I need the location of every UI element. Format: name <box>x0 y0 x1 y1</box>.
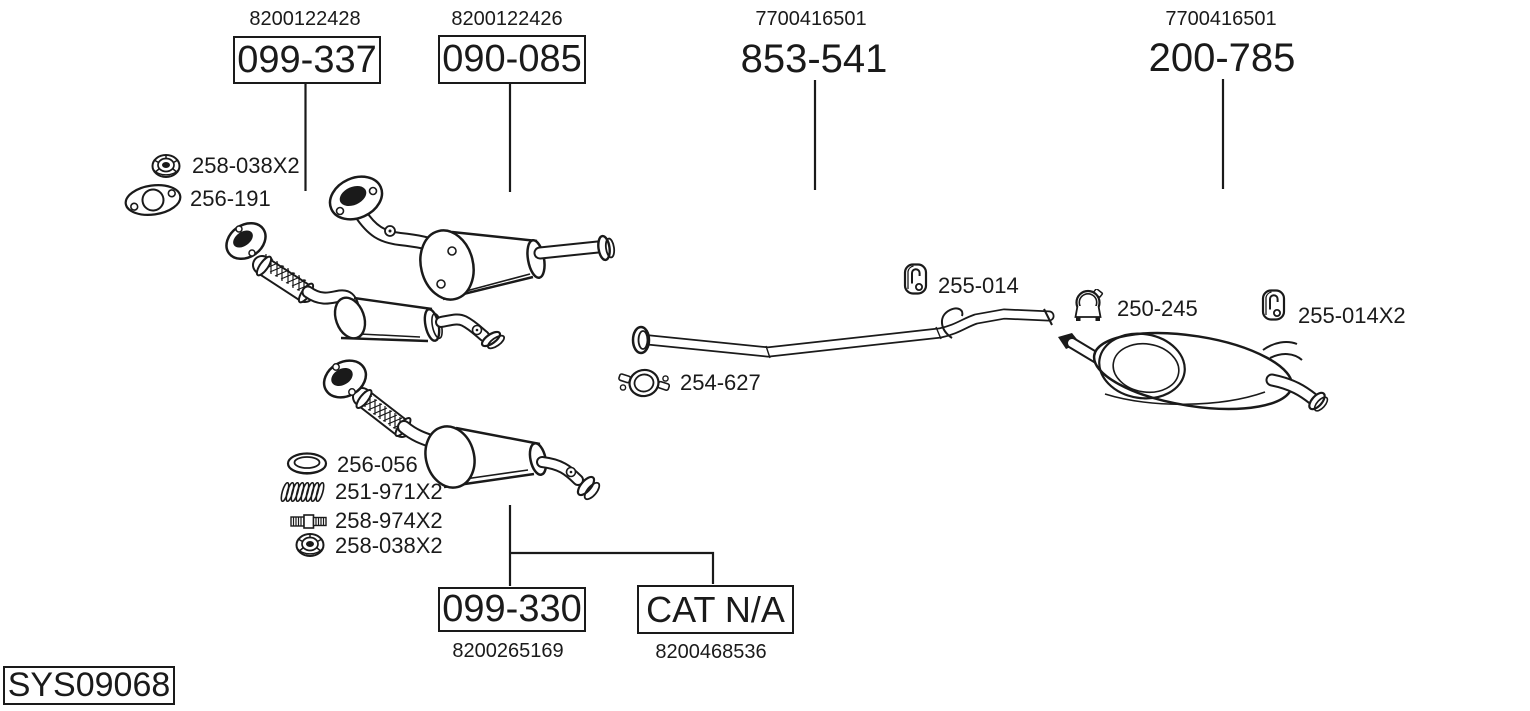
part-number-box-cat-na[interactable]: CAT N/A <box>637 585 794 634</box>
oe-ref-7700416501-b: 7700416501 <box>1165 8 1277 30</box>
system-code-label: SYS09068 <box>7 666 171 704</box>
hw-label-251-971X2[interactable]: 251-971X2 <box>335 479 443 504</box>
system-code-box: SYS09068 <box>3 666 175 705</box>
hw-label-255-014[interactable]: 255-014 <box>938 273 1019 298</box>
part-number-853-541[interactable]: 853-541 <box>740 37 888 81</box>
round-clamp-icon <box>1074 289 1104 323</box>
hw-label-258-038X2-bottom[interactable]: 258-038X2 <box>335 533 443 558</box>
hw-label-250-245[interactable]: 250-245 <box>1117 296 1198 321</box>
flange-gasket-icon <box>124 182 182 218</box>
front-pipe-cat-upper-drawing <box>328 175 616 301</box>
flange-nut-icon <box>151 154 181 178</box>
coil-spring-icon <box>280 481 326 503</box>
flange-nut-icon <box>295 533 325 557</box>
rubber-hanger-icon <box>1261 289 1286 321</box>
double-bolt-clamp-icon <box>618 366 670 400</box>
center-pipe-drawing <box>631 307 1055 359</box>
hw-label-258-038X2-top[interactable]: 258-038X2 <box>192 153 300 178</box>
stud-bolt-icon <box>290 514 327 529</box>
oe-ref-7700416501-a: 7700416501 <box>755 8 867 30</box>
hw-label-254-627[interactable]: 254-627 <box>680 370 761 395</box>
part-number-box-099-330[interactable]: 099-330 <box>438 587 586 632</box>
flex-pipe-drawing <box>225 221 506 350</box>
rear-silencer-drawing <box>1058 331 1329 412</box>
part-number-label: 090-085 <box>442 38 582 80</box>
part-number-box-099-337[interactable]: 099-337 <box>233 36 381 84</box>
connector-line-bottom <box>508 505 715 586</box>
part-number-label: 099-330 <box>442 588 582 630</box>
hw-label-255-014X2[interactable]: 255-014X2 <box>1298 303 1406 328</box>
oe-ref-8200265169: 8200265169 <box>452 640 564 662</box>
front-pipe-cat-lower-drawing <box>322 359 601 501</box>
part-number-200-785[interactable]: 200-785 <box>1148 36 1296 80</box>
part-number-box-090-085[interactable]: 090-085 <box>438 35 586 84</box>
hw-label-256-056[interactable]: 256-056 <box>337 452 418 477</box>
rubber-hanger-icon <box>903 263 928 295</box>
seal-ring-icon <box>286 452 328 475</box>
part-number-label: 099-337 <box>237 38 377 81</box>
hw-label-258-974X2[interactable]: 258-974X2 <box>335 508 443 533</box>
oe-ref-8200122426: 8200122426 <box>451 8 563 30</box>
oe-ref-8200468536: 8200468536 <box>655 641 767 663</box>
part-number-label: CAT N/A <box>646 588 785 630</box>
hw-label-256-191[interactable]: 256-191 <box>190 186 271 211</box>
oe-ref-8200122428: 8200122428 <box>249 8 361 30</box>
